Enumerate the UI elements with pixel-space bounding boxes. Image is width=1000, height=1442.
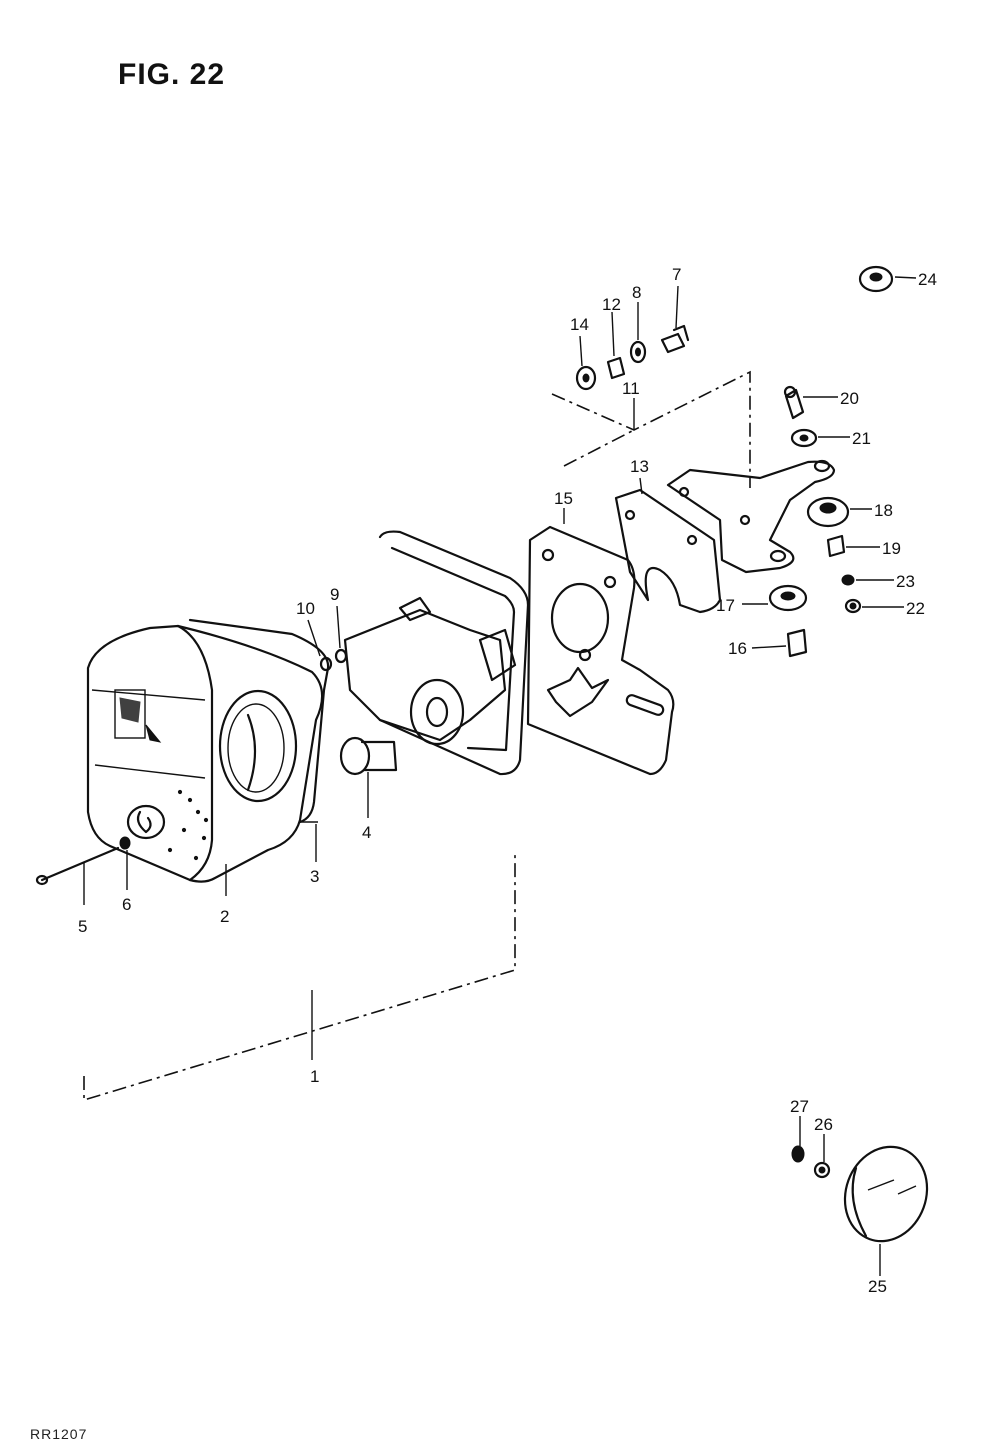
callout-5: 5 (78, 917, 87, 936)
mounting-plate-part-15 (526, 525, 675, 776)
callout-13: 13 (630, 457, 649, 476)
callout-19: 19 (882, 539, 901, 558)
bracket-plate-part-13 (614, 488, 722, 614)
callout-2: 2 (220, 907, 229, 926)
figure-code: RR1207 (30, 1426, 88, 1442)
callout-16: 16 (728, 639, 747, 658)
callout-23: 23 (896, 572, 915, 591)
reflector-part-25 (791, 1145, 929, 1243)
leader-lines (83, 276, 917, 1276)
hardware-group-top (575, 324, 690, 391)
callout-25: 25 (868, 1277, 887, 1296)
callout-14: 14 (570, 315, 589, 334)
lamp-housing-part-2 (86, 624, 324, 883)
callout-9: 9 (330, 585, 339, 604)
callout-8: 8 (632, 283, 641, 302)
callout-7: 7 (672, 265, 681, 284)
callout-22: 22 (906, 599, 925, 618)
reflector-frame (378, 530, 530, 776)
callout-15: 15 (554, 489, 573, 508)
hardware-group-left (35, 648, 348, 886)
callout-3: 3 (310, 867, 319, 886)
callout-20: 20 (840, 389, 859, 408)
callout-10: 10 (296, 599, 315, 618)
callout-24: 24 (918, 270, 937, 289)
callout-4: 4 (362, 823, 371, 842)
assembly-bracket-1 (83, 852, 516, 1102)
callout-17: 17 (716, 596, 735, 615)
callout-26: 26 (814, 1115, 833, 1134)
bulb-socket-part-4 (339, 596, 517, 776)
callout-27: 27 (790, 1097, 809, 1116)
callout-11: 11 (622, 379, 640, 398)
callout-labels: 1 2 3 4 5 6 7 8 9 10 11 12 13 14 15 16 1… (78, 265, 937, 1296)
holder-bracket-part-11 (666, 459, 836, 574)
callout-18: 18 (874, 501, 893, 520)
figure-title: FIG. 22 (118, 58, 226, 91)
connector-11 (551, 370, 751, 488)
callout-6: 6 (122, 895, 131, 914)
callout-12: 12 (602, 295, 621, 314)
hardware-group-right (768, 265, 894, 658)
gasket-part-3 (188, 618, 330, 824)
callout-21: 21 (852, 429, 871, 448)
callout-1: 1 (310, 1067, 319, 1086)
